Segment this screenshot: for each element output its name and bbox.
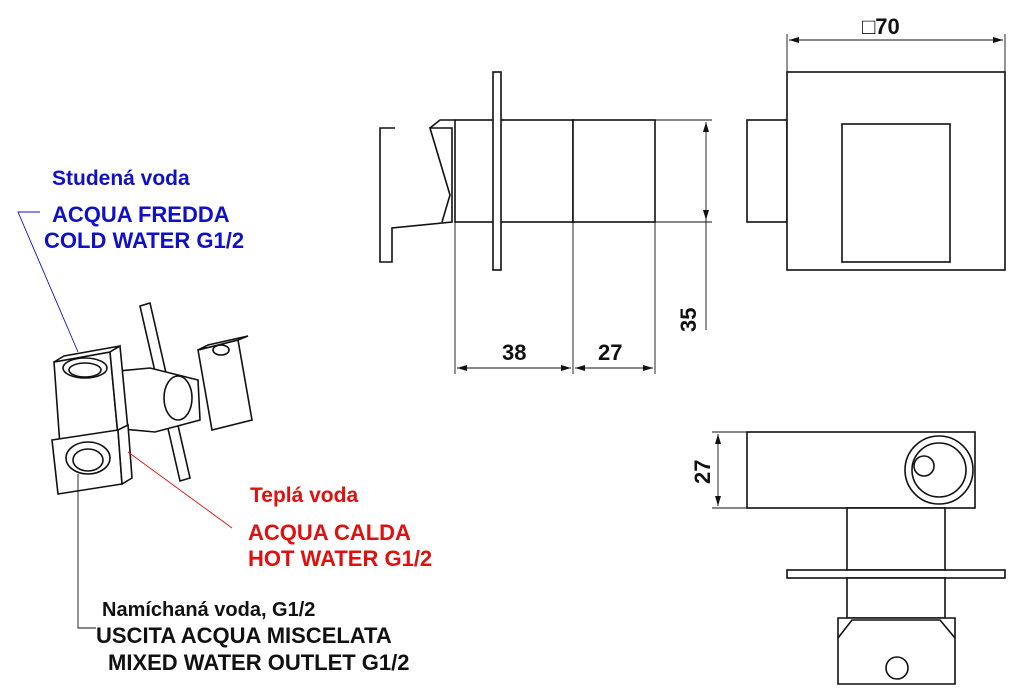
cold-water-label: Studená voda ACQUA FREDDA COLD WATER G1/… [44,167,244,253]
mixed-title: Namíchaná voda, G1/2 [102,599,315,621]
cold-line2: COLD WATER G1/2 [44,228,244,253]
hot-line1: ACQUA CALDA [248,520,411,545]
cold-leader [17,211,79,353]
cold-line1: ACQUA FREDDA [52,202,230,227]
hot-line2: HOT WATER G1/2 [248,546,432,571]
front-view [746,34,1006,271]
leader-lines [17,211,233,629]
dim-width-bottom: 27 [690,460,715,484]
mixed-water-label: Namíchaná voda, G1/2 USCITA ACQUA MISCEL… [96,599,410,675]
mixed-line2: MIXED WATER OUTLET G1/2 [108,650,410,675]
dim-depth-body: 38 [502,340,526,365]
side-view [379,71,712,374]
hot-title: Teplá voda [250,484,358,507]
mixed-line1: USCITA ACQUA MISCELATA [96,623,392,648]
hot-water-label: Teplá voda ACQUA CALDA HOT WATER G1/2 [248,484,432,571]
bottom-view [712,431,1006,685]
dim-depth-cap: 27 [598,340,622,365]
dim-height: 35 [676,308,701,332]
cold-title: Studená voda [52,167,190,190]
isometric-view [51,301,253,495]
mixed-leader [77,474,96,629]
dim-square-plate: □70 [862,14,900,39]
hot-leader [127,451,233,529]
